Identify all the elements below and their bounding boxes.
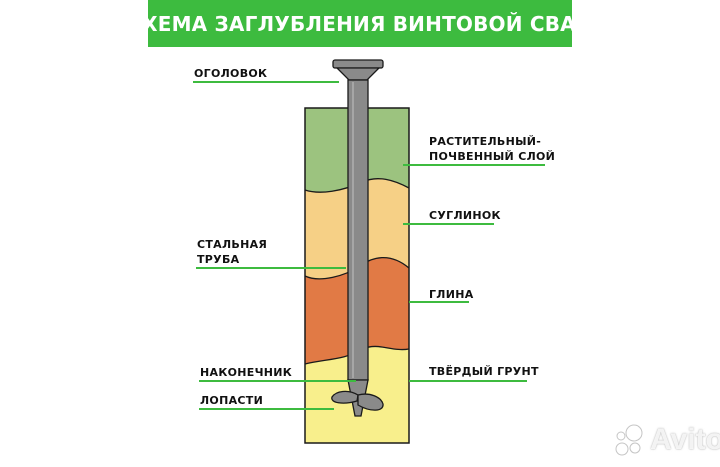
label-pipe-line1: СТАЛЬНАЯ [197, 238, 268, 251]
watermark-text: Avito [650, 423, 720, 456]
label-hard-soil: ТВЁРДЫЙ ГРУНТ [429, 365, 539, 378]
diagram-title: СХЕМА ЗАГЛУБЛЕНИЯ ВИНТОВОЙ СВАИ [127, 11, 593, 36]
label-topsoil-line2: ПОЧВЕННЫЙ СЛОЙ [429, 150, 556, 163]
pile-cap-neck [335, 67, 381, 81]
pile-pipe [347, 79, 369, 381]
label-blades: ЛОПАСТИ [200, 394, 264, 407]
label-cap: ОГОЛОВОК [194, 67, 268, 80]
label-pipe: СТАЛЬНАЯ ТРУБА [197, 237, 267, 267]
label-tip: НАКОНЕЧНИК [200, 366, 293, 379]
avito-dots-icon [615, 424, 643, 456]
watermark: Avito [612, 422, 720, 458]
label-topsoil-line1: РАСТИТЕЛЬНЫЙ- [429, 135, 542, 148]
pile-cap-plate [332, 59, 384, 69]
label-pipe-line2: ТРУБА [197, 253, 240, 266]
label-topsoil: РАСТИТЕЛЬНЫЙ- ПОЧВЕННЫЙ СЛОЙ [429, 134, 555, 164]
label-clay: ГЛИНА [429, 288, 474, 301]
label-loam: СУГЛИНОК [429, 209, 501, 222]
pile-blade-right [357, 393, 384, 411]
pile-blade-left [331, 390, 359, 404]
title-banner: СХЕМА ЗАГЛУБЛЕНИЯ ВИНТОВОЙ СВАИ [127, 0, 593, 47]
